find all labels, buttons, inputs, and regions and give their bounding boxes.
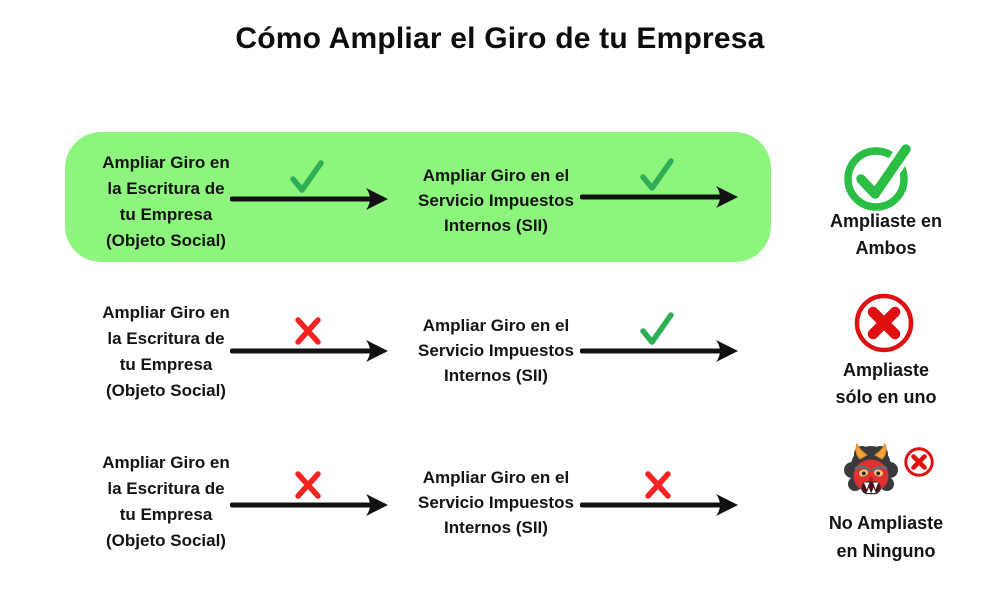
row1-arrow-1 [230,159,390,211]
arrow-right-icon [580,186,738,208]
check-icon [290,160,324,193]
cross-icon [295,317,321,345]
cross-icon [645,471,671,499]
oni-demon-icon [844,442,898,495]
row3-arrow-2 [580,465,740,517]
row2-escritura-step: Ampliar Giro en la Escritura de tu Empre… [102,303,230,400]
arrow-right-icon [580,494,738,516]
row1-escritura-step: Ampliar Giro en la Escritura de tu Empre… [102,153,230,250]
row1-result-label: Ampliaste en Ambos [829,211,943,258]
arrow-right-icon [580,340,738,362]
arrow-right-icon [230,494,388,516]
page-title: Cómo Ampliar el Giro de tu Empresa [235,22,765,55]
cross-icon [295,471,321,499]
row3-escritura-step: Ampliar Giro en la Escritura de tu Empre… [102,453,230,550]
row1-arrow-2 [580,157,740,209]
row3-arrow-1 [230,465,390,517]
row1-sii-step: Ampliar Giro en el Servicio Impuestos In… [418,166,574,235]
row2-sii-step: Ampliar Giro en el Servicio Impuestos In… [418,316,574,385]
row3-sii-step: Ampliar Giro en el Servicio Impuestos In… [418,468,574,537]
check-icon [640,312,674,345]
row2-result-label: Ampliaste sólo en uno [835,360,937,407]
x-circle-icon [854,293,914,353]
row2-arrow-2 [580,311,740,363]
arrow-right-icon [230,188,388,210]
row2-arrow-1 [230,311,390,363]
row3-result-label: No Ampliaste en Ninguno [828,513,944,561]
check-circle-icon [844,140,915,211]
check-icon [640,158,674,191]
x-circle-icon [904,447,934,477]
arrow-right-icon [230,340,388,362]
